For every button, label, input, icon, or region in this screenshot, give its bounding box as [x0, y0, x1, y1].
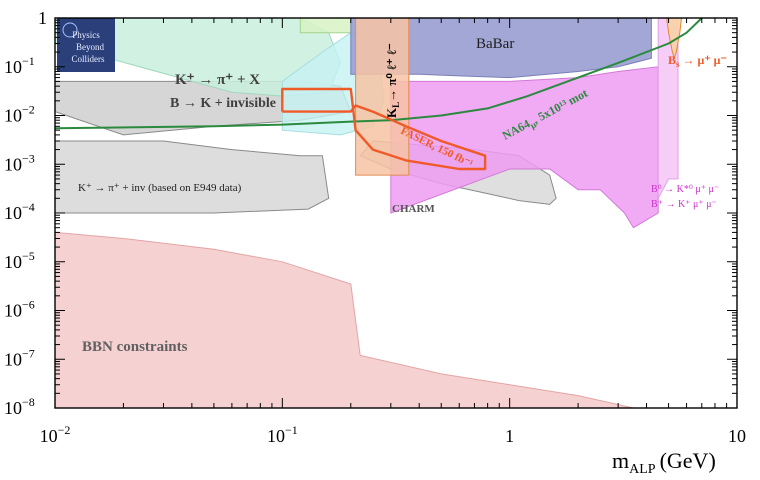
- label-bbn: BBN constraints: [82, 339, 188, 355]
- label-kpix: K⁺ → π⁺ + X: [175, 72, 260, 88]
- label-babar: BaBar: [476, 36, 514, 52]
- x-axis-label: mALP(GeV): [612, 448, 716, 475]
- y-tick-label: 10−5: [4, 249, 35, 272]
- logo-emblem-icon: [62, 22, 78, 38]
- logo-line-2: Beyond: [76, 42, 104, 52]
- y-tick-label: 10−2: [4, 103, 35, 126]
- axis-tick-labels: 10−2 10−1 1 10 1 10−1 10−2 10−3 10−4 10−5 10−6 10−7…: [4, 8, 746, 446]
- region-k-inv-based-on-e949-data: [55, 140, 330, 214]
- y-tick-label: 10−3: [4, 151, 35, 174]
- x-tick-label: 10−1: [267, 423, 298, 446]
- label-kinv: K⁺ → π⁺ + inv (based on E949 data): [78, 182, 242, 194]
- region-kl-0: [355, 18, 410, 176]
- pbc-logo: Physics Beyond Colliders: [57, 18, 115, 72]
- label-bkinv: B → K + invisible: [170, 96, 276, 111]
- y-tick-label: 10−6: [4, 298, 35, 321]
- label-bplus: B⁺ → K⁺ μ⁺ μ⁻: [651, 199, 717, 210]
- exclusion-regions: [55, 18, 683, 408]
- region-b-k: [657, 18, 679, 199]
- label-bs: Bs → μ⁺ μ⁻: [668, 53, 727, 69]
- logo-line-1: Physics: [72, 30, 100, 40]
- x-tick-label: 10: [728, 426, 746, 446]
- y-tick-label: 10−8: [4, 395, 35, 418]
- y-tick-label: 10−1: [4, 54, 35, 77]
- y-tick-label: 10−7: [4, 346, 35, 369]
- curve-faser-150-fb: [281, 87, 487, 171]
- axis-ticks: [54, 18, 738, 409]
- logo-line-3: Colliders: [72, 54, 105, 64]
- y-tick-label: 1: [38, 8, 47, 28]
- region-bbn-constraints: [55, 231, 634, 408]
- x-tick-label: 1: [505, 426, 514, 446]
- y-tick-label: 10−4: [4, 200, 35, 223]
- x-tick-label: 10−2: [40, 423, 71, 446]
- label-b0: B⁰ → K*⁰ μ⁺ μ⁻: [651, 184, 719, 195]
- region-b0-k-0: [390, 66, 659, 229]
- logo-background: [57, 18, 115, 72]
- label-kl: KL→ π⁰ ℓ⁺ ℓ⁻: [384, 43, 401, 118]
- sensitivity-curves: [55, 18, 703, 171]
- region-bs: [666, 18, 683, 60]
- curve-na64-5x10-mot: [55, 18, 703, 130]
- label-charm: CHARM: [392, 203, 435, 215]
